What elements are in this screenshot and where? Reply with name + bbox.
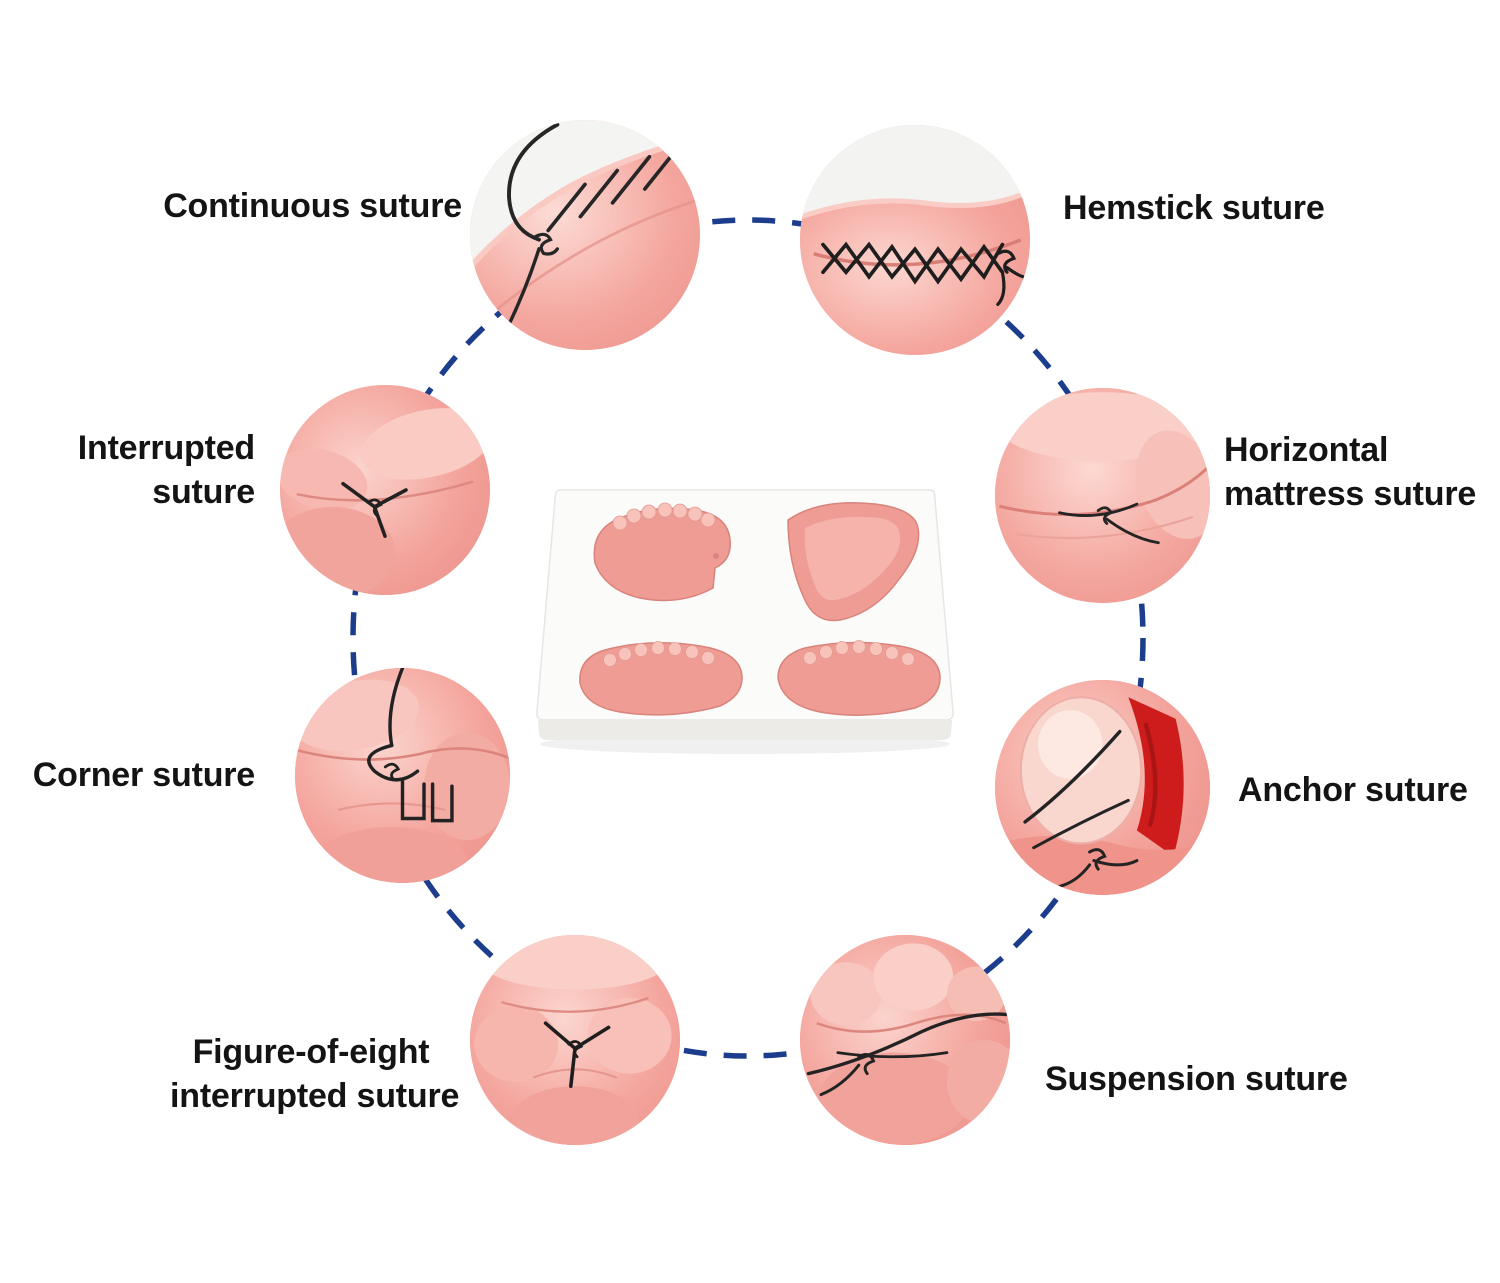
tissue-fold [480, 935, 670, 990]
interrupted-suture-photo [280, 385, 490, 595]
label-line: suture [152, 473, 255, 511]
label-continuous-suture: Continuous suture [163, 184, 462, 228]
suture-practice-pad [520, 468, 970, 768]
continuous-suture-image [470, 120, 700, 350]
label-line: Interrupted [77, 429, 255, 467]
suture-thread [821, 241, 1030, 307]
label-horizontal-mattress-suture: Horizontal mattress suture [1224, 428, 1476, 516]
label-line: Figure-of-eight [192, 1033, 430, 1071]
anchor-suture-photo [995, 680, 1210, 895]
figure-of-eight-suture-image [470, 935, 680, 1145]
label-line: Continuous suture [163, 187, 462, 225]
suspension-suture-image [800, 935, 1010, 1145]
label-anchor-suture: Anchor suture [1238, 768, 1468, 812]
label-interrupted-suture: Interrupted suture [78, 426, 255, 514]
horizontal-mattress-suture-image [995, 388, 1210, 603]
hemstick-suture-image [800, 125, 1030, 355]
tissue-fold [360, 408, 490, 480]
dashed-ellipse [350, 217, 1146, 1059]
tissue-flap [470, 136, 700, 350]
label-line: interrupted suture [170, 1077, 460, 1115]
hemstick-suture-photo [800, 125, 1030, 355]
corner-suture-image [295, 668, 510, 883]
model-lower-jaw-left [579, 641, 743, 716]
horizontal-mattress-suture-photo [995, 388, 1210, 603]
suture-thread [1058, 502, 1160, 545]
suture-thread [806, 1012, 1010, 1097]
label-line: Horizontal [1224, 431, 1389, 469]
corner-suture-photo [295, 668, 510, 883]
model-lower-jaw-right [777, 640, 941, 716]
practice-pad-image [536, 489, 954, 754]
anchor-suture-image [995, 680, 1210, 895]
suture-thread [543, 1021, 611, 1088]
suspension-suture-photo [800, 935, 1010, 1145]
label-suspension-suture: Suspension suture [1045, 1057, 1348, 1101]
label-hemstick-suture: Hemstick suture [1063, 186, 1325, 230]
suture-thread [367, 668, 454, 823]
tissue-mound [800, 190, 1030, 355]
label-line: Suspension suture [1045, 1060, 1348, 1098]
pad-front-edge [538, 720, 952, 740]
label-line: Anchor suture [1238, 771, 1468, 809]
interrupted-suture-image [280, 385, 490, 595]
gum-ridge [995, 835, 1210, 895]
model-upper-jaw-teeth [593, 502, 731, 602]
label-line: Corner suture [32, 756, 255, 794]
suture-thread [1023, 729, 1139, 888]
label-corner-suture: Corner suture [33, 753, 255, 797]
label-figure-of-eight-interrupted-suture: Figure-of-eight interrupted suture [170, 1030, 460, 1118]
figure-of-eight-suture-photo [470, 935, 680, 1145]
label-line: Hemstick suture [1063, 189, 1325, 227]
wound-line [813, 238, 1022, 267]
model-palate-wedge [787, 501, 920, 622]
gum-bump [810, 962, 882, 1026]
wound-line [998, 464, 1210, 516]
continuous-suture-photo [470, 120, 700, 350]
label-line: mattress suture [1224, 475, 1477, 513]
suture-thread [341, 481, 408, 538]
